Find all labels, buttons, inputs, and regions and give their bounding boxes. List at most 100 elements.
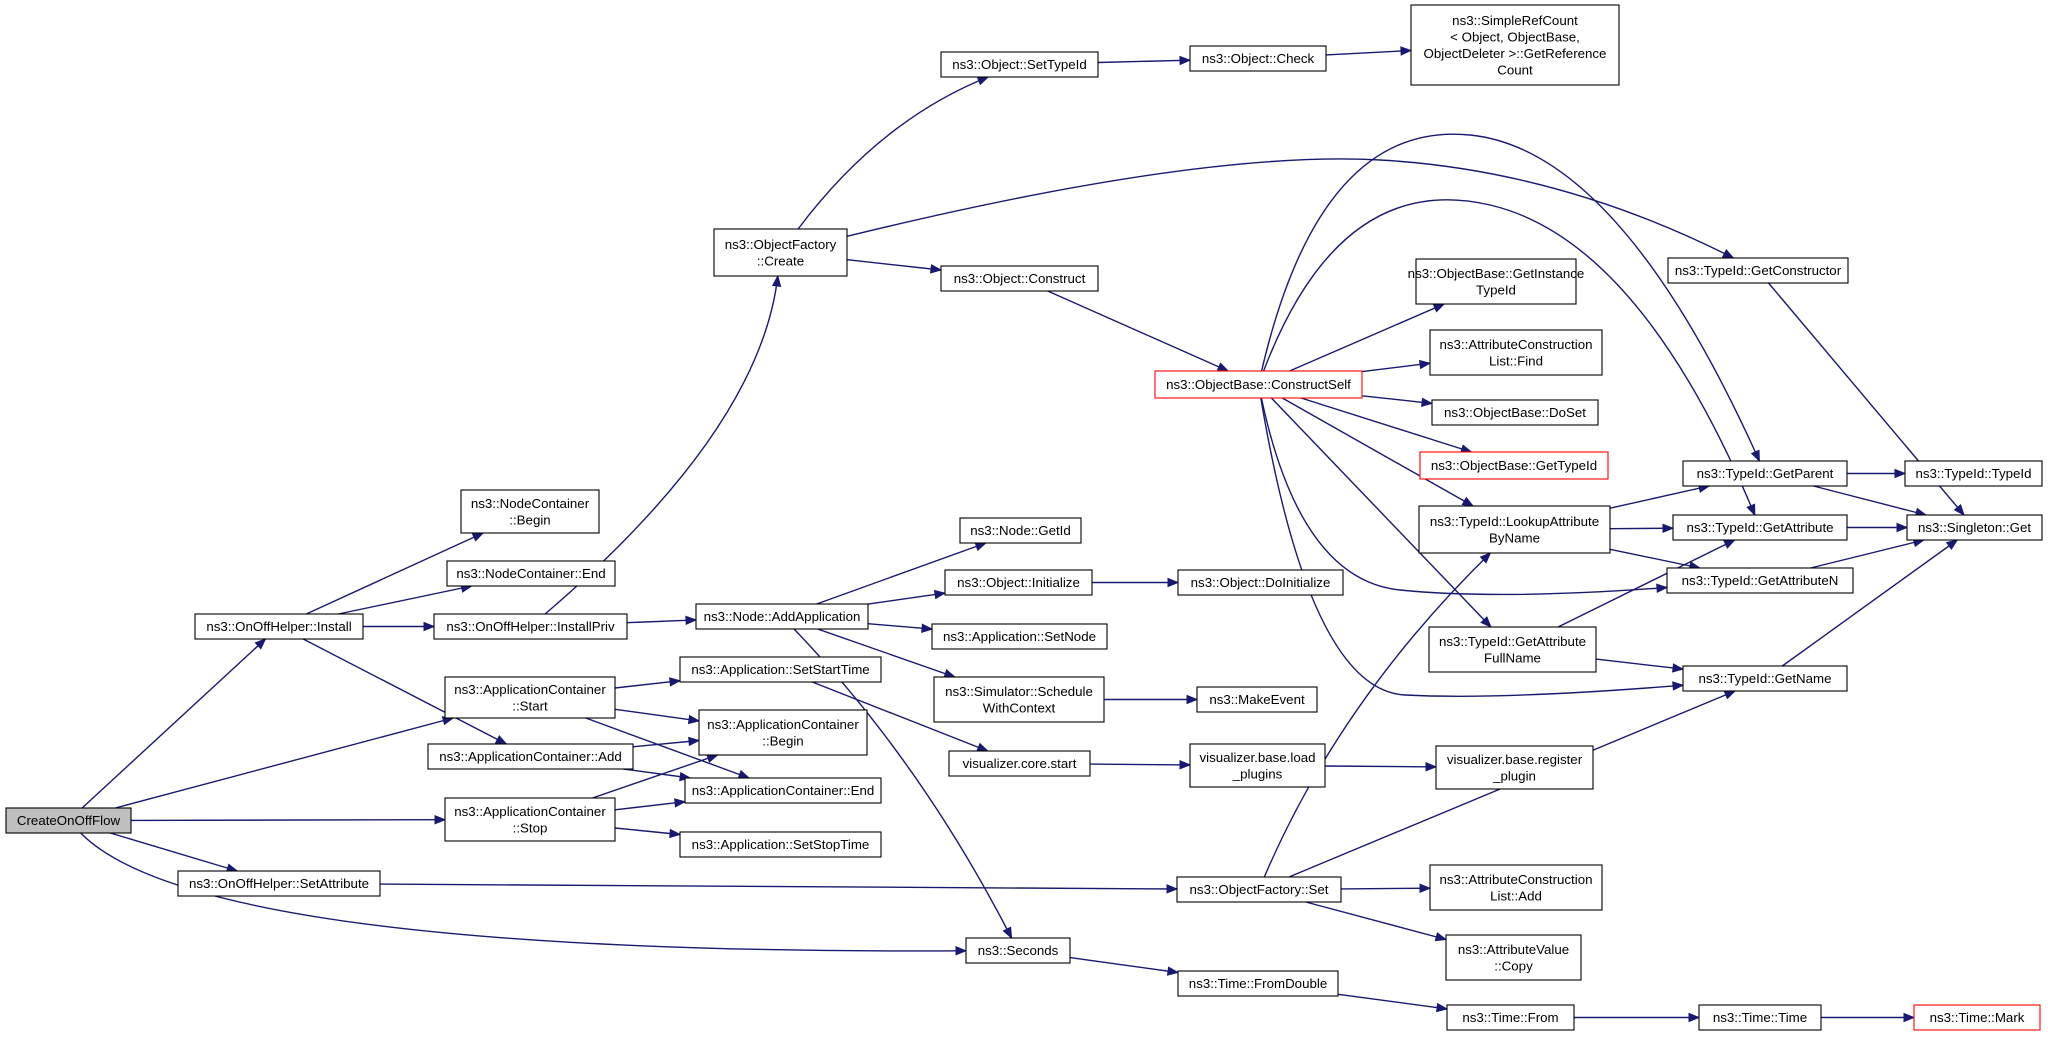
node-doinitialize[interactable]: ns3::Object::DoInitialize xyxy=(1177,569,1344,596)
node-label: ns3::ObjectFactory::Set xyxy=(1190,882,1329,897)
node-simplerefcount[interactable]: ns3::SimpleRefCount< Object, ObjectBase,… xyxy=(1410,4,1620,86)
call-edge-check-to-simplerefcount xyxy=(1325,46,1413,56)
node-setattr[interactable]: ns3::OnOffHelper::SetAttribute xyxy=(177,870,381,897)
edge-line xyxy=(623,768,691,779)
edge-arrowhead xyxy=(685,615,698,626)
edge-line xyxy=(614,680,681,689)
edge-arrowhead xyxy=(955,946,968,956)
node-settypeid[interactable]: ns3::Object::SetTypeId xyxy=(940,51,1099,78)
node-label: ns3::TypeId::GetName xyxy=(1698,671,1831,686)
edge-arrowhead xyxy=(771,274,782,287)
node-ncend[interactable]: ns3::NodeContainer::End xyxy=(446,560,616,587)
node-getconstructor[interactable]: ns3::TypeId::GetConstructor xyxy=(1667,257,1849,284)
node-construct[interactable]: ns3::Object::Construct xyxy=(940,265,1099,292)
call-edge-initialize-to-doinitialize xyxy=(1092,577,1180,588)
edge-arrowhead xyxy=(1723,539,1736,549)
node-from[interactable]: ns3::Time::From xyxy=(1446,1004,1575,1031)
edge-line xyxy=(1281,397,1474,507)
edge-arrowhead xyxy=(1953,503,1965,517)
edge-arrowhead xyxy=(1166,966,1180,976)
node-initialize[interactable]: ns3::Object::Initialize xyxy=(944,569,1093,596)
node-avcopy[interactable]: ns3::AttributeValue::Copy xyxy=(1445,934,1582,981)
node-makeevent[interactable]: ns3::MakeEvent xyxy=(1196,686,1318,713)
node-acstart[interactable]: ns3::ApplicationContainer::Start xyxy=(444,676,616,719)
edge-arrowhead xyxy=(1945,539,1959,550)
edge-line xyxy=(1089,763,1191,766)
edge-arrowhead xyxy=(1434,932,1448,942)
node-getparent[interactable]: ns3::TypeId::GetParent xyxy=(1682,460,1848,487)
node-ofset[interactable]: ns3::ObjectFactory::Set xyxy=(1176,876,1342,903)
node-label: ::Create xyxy=(757,253,804,268)
node-ofcreate[interactable]: ns3::ObjectFactory::Create xyxy=(713,228,848,277)
node-vcstart[interactable]: visualizer.core.start xyxy=(948,750,1091,777)
node-box xyxy=(1682,665,1848,692)
node-doset[interactable]: ns3::ObjectBase::DoSet xyxy=(1431,399,1599,426)
node-acadd[interactable]: ns3::ApplicationContainer::Add xyxy=(427,743,634,770)
node-box xyxy=(427,743,634,770)
node-getid[interactable]: ns3::Node::GetId xyxy=(959,517,1082,544)
call-edge-root-to-seconds xyxy=(80,832,968,956)
node-getattribute[interactable]: ns3::TypeId::GetAttribute xyxy=(1672,514,1848,541)
node-vbload[interactable]: visualizer.base.load_plugins xyxy=(1189,743,1326,788)
node-box xyxy=(446,560,616,587)
edge-line xyxy=(1263,552,1491,878)
call-edge-fromdouble-to-from xyxy=(1337,993,1449,1013)
node-mark[interactable]: ns3::Time::Mark xyxy=(1913,1004,2041,1031)
node-acend[interactable]: ns3::ApplicationContainer::End xyxy=(684,777,882,804)
node-singleton[interactable]: ns3::Singleton::Get xyxy=(1906,514,2043,541)
node-label: ns3::MakeEvent xyxy=(1209,692,1305,707)
edge-line xyxy=(1813,485,1927,516)
edge-line xyxy=(1047,290,1229,372)
edge-arrowhead xyxy=(669,677,682,687)
edge-line xyxy=(1305,901,1447,941)
call-edge-install-to-installpriv xyxy=(363,621,436,632)
edge-line xyxy=(585,717,750,779)
node-root[interactable]: CreateOnOffFlow xyxy=(5,807,132,834)
node-installpriv[interactable]: ns3::OnOffHelper::InstallPriv xyxy=(433,613,628,640)
node-ncbegin[interactable]: ns3::NodeContainer::Begin xyxy=(460,489,600,534)
node-getattributen[interactable]: ns3::TypeId::GetAttributeN xyxy=(1666,567,1854,594)
node-acbegin[interactable]: ns3::ApplicationContainer::Begin xyxy=(698,709,868,756)
node-constructself[interactable]: ns3::ObjectBase::ConstructSelf xyxy=(1154,370,1363,399)
call-edge-ofset-to-lookup xyxy=(1263,552,1492,878)
node-acstop[interactable]: ns3::ApplicationContainer::Stop xyxy=(444,797,616,842)
call-edge-acadd-to-acbegin xyxy=(632,736,701,748)
edge-arrowhead xyxy=(1688,1012,1701,1023)
node-typeid[interactable]: ns3::TypeId::TypeId xyxy=(1904,460,2043,487)
node-addapp[interactable]: ns3::Node::AddApplication xyxy=(695,603,869,630)
edge-line xyxy=(1557,539,1735,628)
node-fromdouble[interactable]: ns3::Time::FromDouble xyxy=(1177,970,1339,997)
node-label: List::Find xyxy=(1489,353,1543,368)
node-check[interactable]: ns3::Object::Check xyxy=(1189,45,1327,72)
node-box xyxy=(1177,970,1339,997)
node-vbreg[interactable]: visualizer.base.register_plugin xyxy=(1435,745,1594,790)
node-seconds[interactable]: ns3::Seconds xyxy=(965,937,1071,964)
call-edge-getattribute-to-singleton xyxy=(1847,522,1909,533)
node-label: ns3::Time::FromDouble xyxy=(1189,976,1327,991)
node-box xyxy=(1445,934,1582,981)
node-label: ns3::Time::Mark xyxy=(1930,1010,2025,1025)
edge-arrowhead xyxy=(1216,362,1230,372)
node-box xyxy=(1176,876,1342,903)
node-install[interactable]: ns3::OnOffHelper::Install xyxy=(194,613,364,640)
edge-arrowhead xyxy=(1002,926,1013,940)
node-label: ns3::ApplicationContainer xyxy=(454,804,606,819)
node-obgettypeid[interactable]: ns3::ObjectBase::GetTypeId xyxy=(1419,451,1609,480)
node-setstoptime[interactable]: ns3::Application::SetStopTime xyxy=(679,831,882,858)
node-label: ns3::Time::From xyxy=(1462,1010,1558,1025)
edge-line xyxy=(1324,765,1437,768)
node-label: ns3::OnOffHelper::Install xyxy=(206,619,351,634)
node-setstarttime[interactable]: ns3::Application::SetStartTime xyxy=(679,656,882,683)
node-label: ns3::Node::AddApplication xyxy=(704,609,861,624)
node-label: ns3::NodeContainer::End xyxy=(456,566,605,581)
node-time[interactable]: ns3::Time::Time xyxy=(1698,1004,1822,1031)
node-setnode[interactable]: ns3::Application::SetNode xyxy=(931,623,1108,650)
edge-line xyxy=(1340,887,1431,890)
node-getname[interactable]: ns3::TypeId::GetName xyxy=(1682,665,1848,692)
